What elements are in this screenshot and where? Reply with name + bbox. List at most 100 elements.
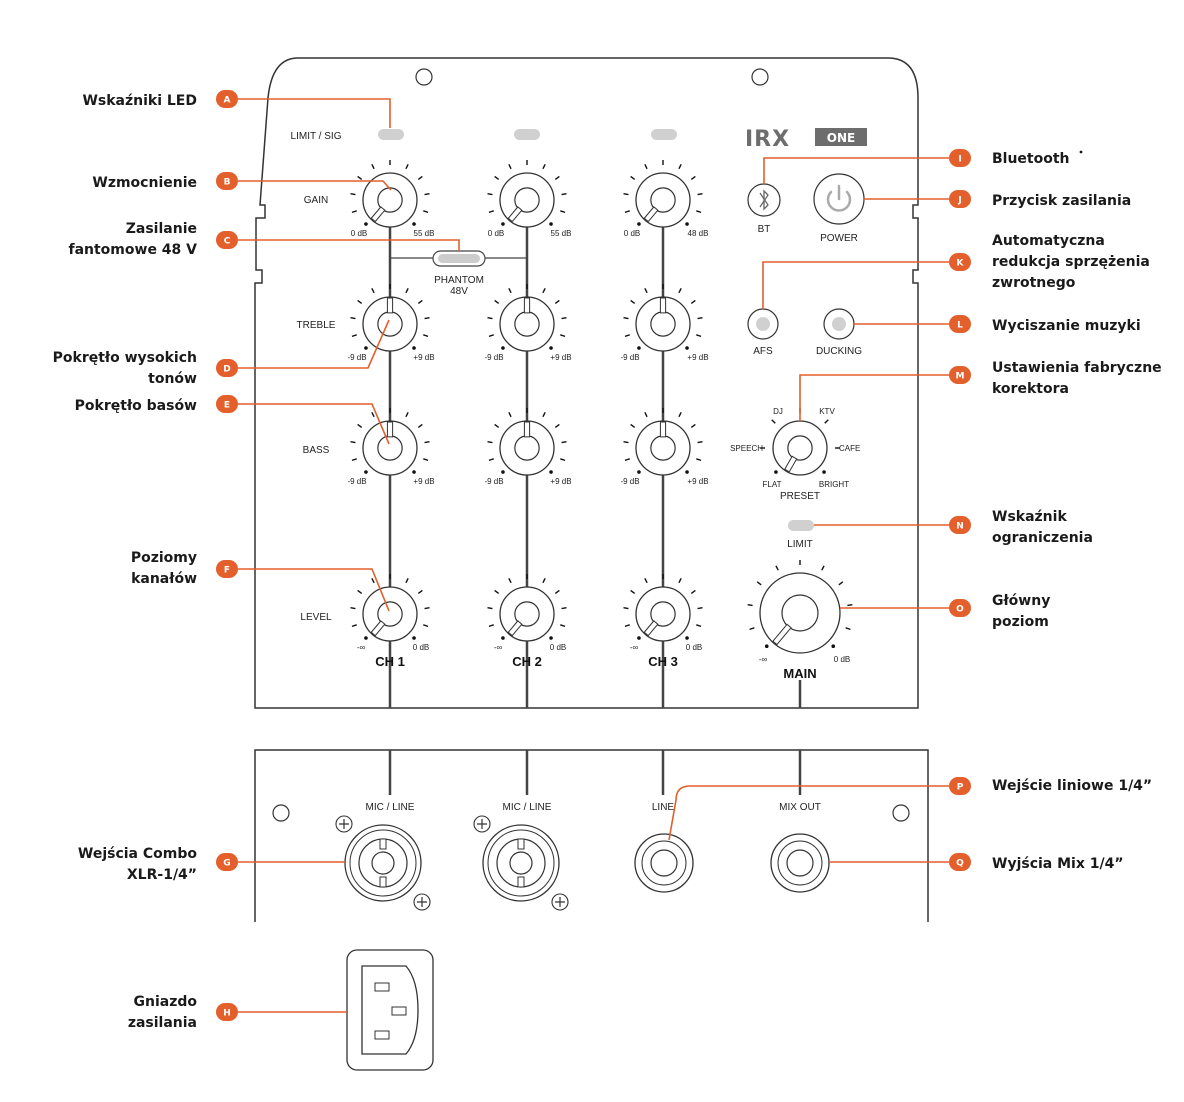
ch1-treble-knob-tick	[371, 288, 375, 294]
preset-bright: BRIGHT	[819, 480, 849, 489]
ch1-bass-min: -9 dB	[347, 477, 366, 486]
ch2-treble-knob-tick	[542, 288, 546, 294]
ch1-treble-knob-pointer	[386, 297, 394, 314]
ch3-treble-max: +9 dB	[687, 353, 708, 362]
ch2-level-knob-end-dot	[549, 636, 553, 640]
ch3-bass-knob-tick	[697, 441, 703, 444]
ch2-gain-knob-tick	[508, 164, 512, 170]
callout-label-k: redukcja sprzężenia	[992, 254, 1150, 270]
ch3-gain-knob-cap	[650, 187, 676, 213]
callout-leader-f	[238, 568, 390, 612]
ch2-level-knob-tick	[560, 624, 566, 628]
callout-badge-b	[216, 172, 238, 190]
ch1-treble-knob-tick	[351, 334, 357, 338]
bluetooth-icon	[759, 189, 769, 211]
mix-out-jack[interactable]	[770, 833, 830, 893]
screw-icon-cross	[477, 819, 487, 829]
callout-letter-a: A	[224, 96, 231, 106]
ch1-treble-knob[interactable]	[350, 284, 430, 352]
ch1-gain-knob-tick	[417, 175, 423, 180]
led-ch3	[651, 129, 677, 140]
ch2-bass-knob[interactable]	[487, 408, 567, 476]
ch2-level-knob-tick	[508, 578, 512, 584]
ch1-bass-knob-tick	[417, 423, 423, 428]
ch1-treble-knob-tick	[417, 299, 423, 304]
callout-badge-i	[949, 149, 971, 167]
ch1-bass-knob[interactable]	[350, 408, 430, 476]
ch2-treble-knob[interactable]	[487, 284, 567, 352]
callout-letter-j: J	[957, 196, 961, 206]
screw-icon-cross	[555, 897, 565, 907]
callout-label-f: kanałów	[131, 571, 197, 587]
ch2-combo-input[interactable]	[473, 815, 569, 911]
main-level-knob-tick	[775, 565, 779, 571]
ch3-gain-knob-tick	[624, 210, 630, 214]
line-input-jack-hole	[650, 849, 678, 877]
callout-letter-l: L	[957, 321, 963, 331]
top-panel-outline	[254, 57, 919, 709]
callout-letter-g: G	[223, 859, 230, 869]
ch1-treble-knob-tick	[405, 288, 409, 294]
ch2-level-knob-tick	[487, 607, 493, 610]
ch1-level-knob[interactable]	[350, 574, 430, 642]
ch2-combo-input-pin	[517, 838, 525, 850]
ch3-gain-knob-tick	[678, 164, 682, 170]
callout-letter-o: O	[956, 605, 964, 615]
ch2-bass-knob-pointer	[523, 421, 531, 438]
main-label: MAIN	[783, 666, 816, 681]
ch2-combo-input-pin	[517, 876, 525, 888]
ch1-bass-knob-tick	[405, 412, 409, 418]
ch3-level-knob[interactable]	[623, 574, 703, 642]
ch3-treble-knob-tick	[697, 317, 703, 320]
ch2-gain-knob[interactable]	[487, 160, 567, 228]
ch3-bass-knob-tick	[644, 412, 648, 418]
ch2-bass-knob-tick	[560, 458, 566, 462]
ch1-combo-input[interactable]	[335, 815, 431, 911]
ch2-level-knob[interactable]	[487, 574, 567, 642]
ch2-gain-min: 0 dB	[488, 229, 504, 238]
ch2-bass-max: +9 dB	[550, 477, 571, 486]
ch2-level-min: -∞	[494, 643, 503, 652]
callout-leader-e	[238, 403, 390, 445]
ch2-treble-knob-end-dot	[501, 346, 505, 350]
ch3-level-knob-end-dot	[685, 636, 689, 640]
callout-letter-q: Q	[956, 859, 964, 869]
ch1-bass-knob-tick	[424, 441, 430, 444]
preset-selector-knob-cap	[787, 435, 813, 461]
callout-badge-d	[216, 359, 238, 377]
ch3-treble-knob[interactable]	[623, 284, 703, 352]
preset-dj: DJ	[773, 407, 783, 416]
ch3-level-knob-tick	[678, 578, 682, 584]
ch3-treble-knob-pointer	[659, 297, 667, 314]
ch3-level-knob-tick	[624, 624, 630, 628]
ch2-gain-knob-tick	[488, 210, 494, 214]
knob-layer	[350, 160, 853, 654]
ch3-treble-knob-tick	[630, 299, 636, 304]
ch1-treble-knob-end-dot	[412, 346, 416, 350]
ch2-mic-line-label: MIC / LINE	[503, 802, 552, 813]
power-inlet[interactable]	[346, 949, 434, 1071]
ch3-level-knob-tick	[644, 578, 648, 584]
ch3-level-knob-pointer	[643, 620, 659, 637]
ch3-bass-knob[interactable]	[623, 408, 703, 476]
ch1-level-knob-end-dot	[412, 636, 416, 640]
ch3-gain-knob-end-dot	[637, 222, 641, 226]
ch2-treble-knob-tick	[487, 317, 493, 320]
ch3-gain-knob[interactable]	[623, 160, 703, 228]
main-level-knob-end-dot	[831, 644, 836, 649]
line-input-jack[interactable]	[634, 833, 694, 893]
callout-label-e: Pokrętło basów	[75, 398, 197, 414]
main-level-knob[interactable]	[747, 560, 853, 654]
afs-label: AFS	[753, 346, 773, 357]
ch2-bass-knob-end-dot	[549, 470, 553, 474]
ch3-gain-knob-tick	[630, 175, 636, 180]
ch1-gain-knob[interactable]	[350, 160, 430, 228]
callout-label-d: tonów	[148, 371, 197, 387]
ch1-level-knob-pointer	[370, 620, 386, 637]
main-level-knob-tick	[749, 627, 755, 631]
preset-selector-knob-pointer	[784, 455, 798, 473]
ch1-gain-knob-tick	[351, 210, 357, 214]
ch1-mic-line-label: MIC / LINE	[366, 802, 415, 813]
ch1-level-knob-end-dot	[364, 636, 368, 640]
preset-selector-knob-tick	[771, 419, 776, 424]
